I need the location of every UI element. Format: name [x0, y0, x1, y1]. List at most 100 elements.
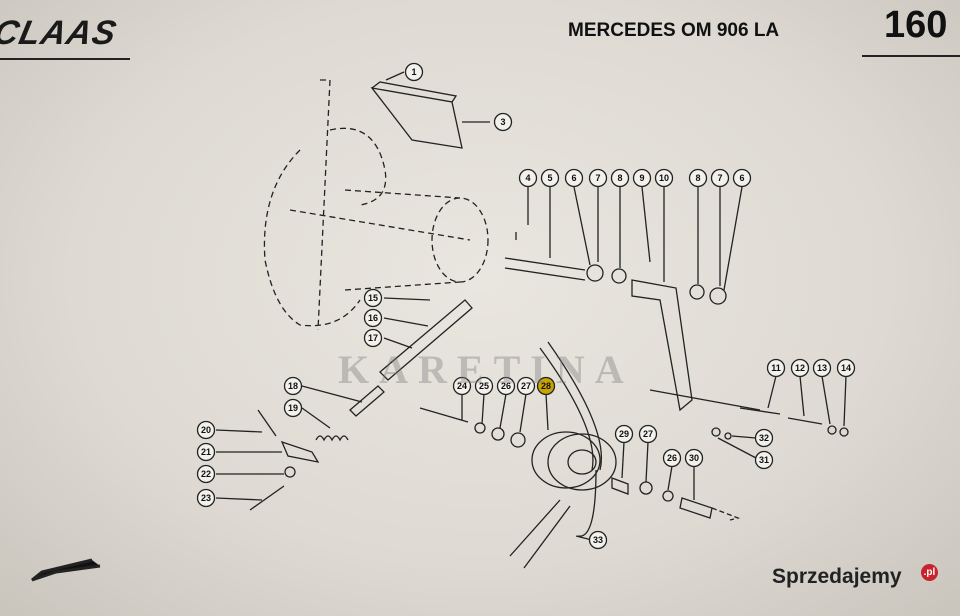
callout-7: 7: [588, 168, 608, 188]
callout-27: 27: [638, 424, 658, 444]
svg-text:28: 28: [541, 381, 551, 391]
svg-text:14: 14: [841, 363, 851, 373]
svg-text:8: 8: [617, 173, 622, 183]
callout-13: 13: [812, 358, 832, 378]
watermark-text: KARETINA: [338, 347, 634, 392]
callout-22: 22: [196, 464, 216, 484]
svg-text:7: 7: [717, 173, 722, 183]
washers-right: [689, 186, 743, 305]
svg-text:27: 27: [521, 381, 531, 391]
callout-17: 17: [363, 328, 383, 348]
svg-text:18: 18: [288, 381, 298, 391]
svg-text:13: 13: [817, 363, 827, 373]
svg-text:12: 12: [795, 363, 805, 373]
part-rod-17: [379, 297, 473, 381]
svg-text:27: 27: [643, 429, 653, 439]
part-clamp-21: [215, 409, 320, 511]
part-bracket-3: [370, 71, 490, 149]
callout-14: 14: [836, 358, 856, 378]
part-tensioner-arm-10: [631, 186, 761, 412]
callout-30: 30: [684, 448, 704, 468]
callout-31: 31: [754, 450, 774, 470]
header-rule-right: [862, 55, 960, 57]
callout-12: 12: [790, 358, 810, 378]
callout-4: 4: [518, 168, 538, 188]
callout-19: 19: [283, 398, 303, 418]
callout-15: 15: [363, 288, 383, 308]
svg-text:17: 17: [368, 333, 378, 343]
svg-text:3: 3: [500, 117, 505, 127]
callout-1: 1: [404, 62, 424, 82]
callout-18: 18: [283, 376, 303, 396]
callout-7: 7: [710, 168, 730, 188]
callout-10: 10: [654, 168, 674, 188]
svg-text:24: 24: [457, 381, 467, 391]
svg-text:11: 11: [771, 363, 781, 373]
part-shaft-11: [739, 375, 849, 437]
svg-text:6: 6: [571, 173, 576, 183]
page-number: 160: [884, 4, 948, 46]
callout-5: 5: [540, 168, 560, 188]
part-bar-18: [301, 385, 385, 417]
svg-text:25: 25: [479, 381, 489, 391]
callout-16: 16: [363, 308, 383, 328]
svg-text:9: 9: [639, 173, 644, 183]
callout-26: 26: [662, 448, 682, 468]
callout-8: 8: [688, 168, 708, 188]
callout-24: 24: [452, 376, 472, 396]
svg-text:20: 20: [201, 425, 211, 435]
svg-text:15: 15: [368, 293, 378, 303]
callout-28: 28: [536, 376, 556, 396]
part-belt-33: [509, 341, 603, 569]
callout-32: 32: [754, 428, 774, 448]
engine-model-title: MERCEDES OM 906 LA: [568, 20, 780, 41]
part-spring-19: [301, 407, 349, 442]
engine-housing: [263, 79, 489, 331]
washers-left: [573, 186, 627, 284]
callout-3: 3: [493, 112, 513, 132]
svg-text:30: 30: [689, 453, 699, 463]
callout-26: 26: [496, 376, 516, 396]
site-logo[interactable]: Sprzedajemy: [772, 565, 902, 588]
parts-31-32: [711, 427, 757, 459]
callout-6: 6: [732, 168, 752, 188]
svg-text:4: 4: [525, 173, 530, 183]
svg-text:8: 8: [695, 173, 700, 183]
svg-text:5: 5: [547, 173, 552, 183]
svg-text:21: 21: [201, 447, 211, 457]
callout-21: 21: [196, 442, 216, 462]
svg-text:31: 31: [759, 455, 769, 465]
callout-33: 33: [588, 530, 608, 550]
parts-29-30: [611, 441, 741, 521]
callout-25: 25: [474, 376, 494, 396]
svg-text:32: 32: [759, 433, 769, 443]
header-rule-left: [0, 58, 130, 60]
callout-27: 27: [516, 376, 536, 396]
svg-text:16: 16: [368, 313, 378, 323]
callout-8: 8: [610, 168, 630, 188]
part-pulley-28: [531, 393, 617, 491]
callout-23: 23: [196, 488, 216, 508]
svg-text:22: 22: [201, 469, 211, 479]
site-logo-badge: .pl: [921, 564, 938, 581]
svg-text:10: 10: [659, 173, 669, 183]
callout-9: 9: [632, 168, 652, 188]
callout-20: 20: [196, 420, 216, 440]
svg-text:19: 19: [288, 403, 298, 413]
callout-11: 11: [766, 358, 786, 378]
direction-arrow: [31, 558, 101, 582]
svg-text:6: 6: [739, 173, 744, 183]
svg-text:1: 1: [411, 67, 416, 77]
part-bolt-24: [419, 393, 527, 448]
svg-text:26: 26: [667, 453, 677, 463]
svg-text:33: 33: [593, 535, 603, 545]
svg-text:26: 26: [501, 381, 511, 391]
callout-6: 6: [564, 168, 584, 188]
svg-text:23: 23: [201, 493, 211, 503]
part-pin-5: [504, 187, 586, 281]
svg-text:7: 7: [595, 173, 600, 183]
svg-text:29: 29: [619, 429, 629, 439]
